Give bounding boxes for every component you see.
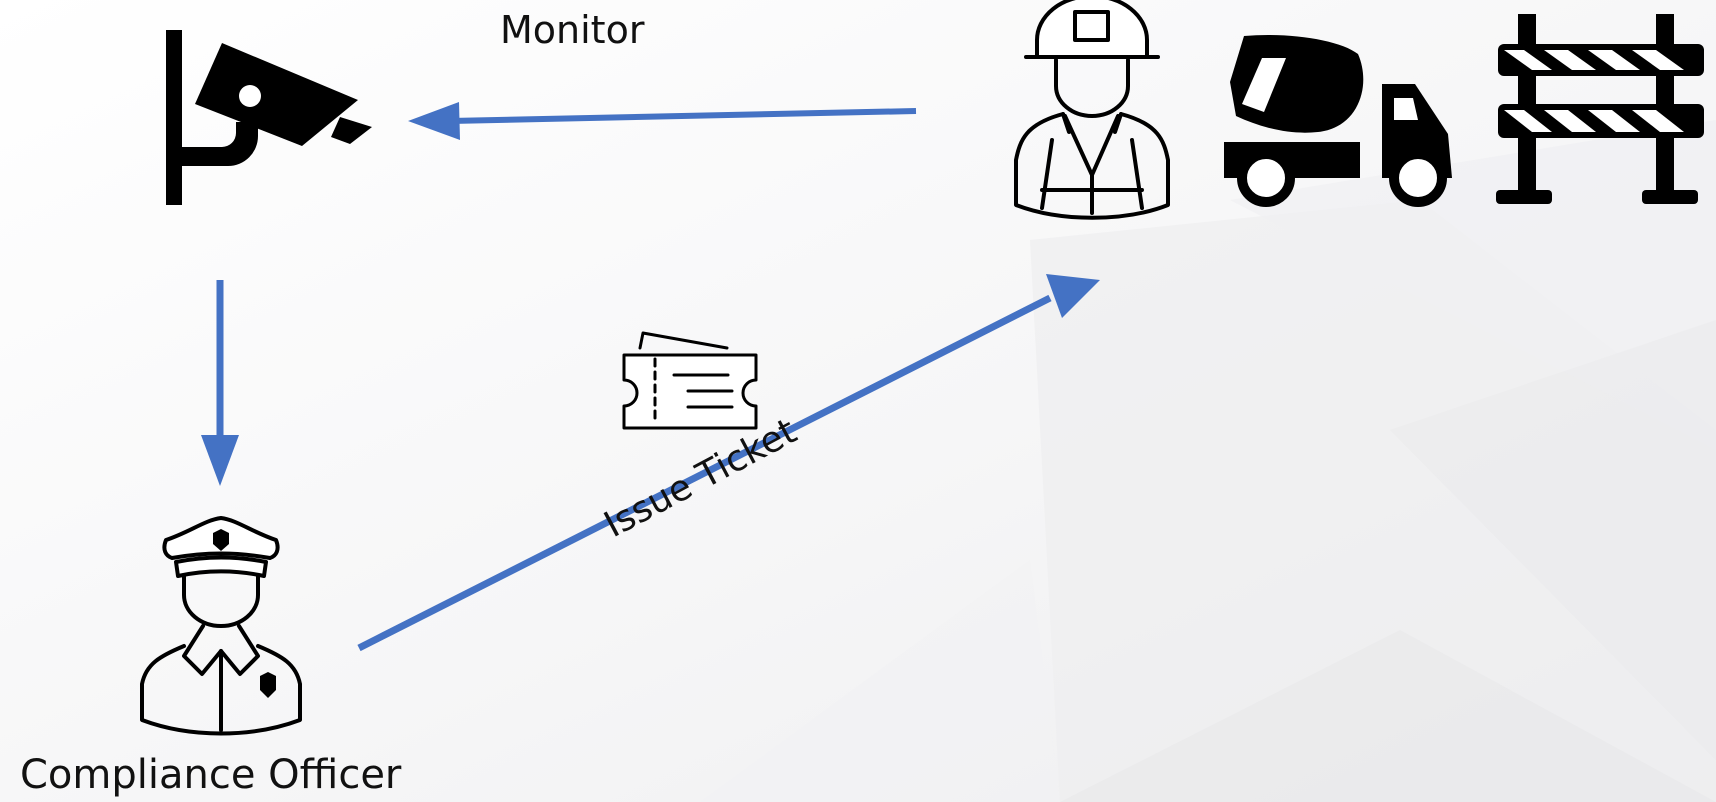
compliance-officer-label: Compliance Officer (20, 752, 402, 798)
cement-mixer-truck-icon (1224, 34, 1452, 207)
police-officer-icon (140, 516, 302, 736)
security-camera-icon (166, 30, 372, 205)
issue-ticket-arrow (357, 274, 1100, 652)
monitor-label: Monitor (500, 8, 645, 52)
monitor-arrow (408, 102, 917, 140)
camera-to-officer-arrow (201, 280, 239, 486)
ticket-icon (622, 331, 758, 430)
road-barrier-icon (1496, 14, 1704, 204)
construction-worker-icon (1014, 0, 1170, 220)
